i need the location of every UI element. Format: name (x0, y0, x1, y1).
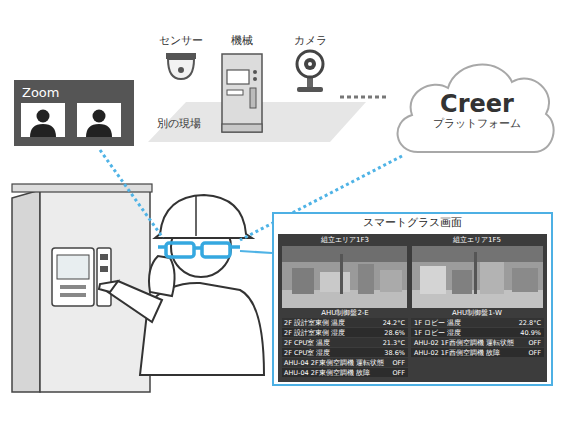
table-row (282, 368, 408, 377)
machine-button (253, 70, 257, 74)
camera-stand (307, 76, 313, 88)
image-floor (412, 290, 543, 308)
camera-base (297, 87, 323, 92)
participant-tile (77, 103, 121, 137)
table-row (282, 358, 408, 367)
node-subtitle: プラットフォーム (433, 118, 521, 131)
participant-head (37, 110, 50, 123)
table-row (411, 318, 544, 327)
cabinet-display (57, 255, 89, 279)
node-title: センサー (150, 32, 212, 48)
table-row (411, 348, 544, 357)
image-bg (412, 246, 543, 308)
image-machine (292, 268, 314, 294)
machine-cabinet (222, 54, 262, 132)
table-rows (282, 318, 544, 377)
worker-hand (149, 256, 175, 296)
cloud-shape (398, 65, 554, 152)
participant-tile (21, 103, 65, 137)
table-row (282, 318, 408, 327)
smart-glasses-lens (202, 243, 230, 257)
smart-glass-screen: スマートグラス画面 (272, 212, 553, 386)
screen-leader (240, 251, 272, 253)
cabinet-button-column (97, 248, 111, 306)
image-ceiling (282, 246, 407, 262)
table-row (411, 328, 544, 337)
worker-helmet (155, 195, 252, 238)
machine-button (253, 77, 257, 81)
worker-head (171, 217, 231, 277)
participant-head (93, 110, 106, 123)
image-pillar (474, 252, 477, 294)
sensor-node: センサー (150, 32, 212, 80)
image-machine (358, 264, 374, 294)
screen-panel (278, 234, 547, 382)
node-title: 機械 (214, 32, 270, 48)
wireless-link (100, 150, 163, 238)
node-title: Creer (440, 91, 514, 119)
image-ceiling (412, 246, 543, 262)
cabinet-front (40, 190, 150, 392)
camera-image (412, 246, 543, 308)
image-machine (512, 268, 538, 292)
dashed-connector (340, 96, 388, 99)
worker-body (140, 283, 264, 375)
site-floor (148, 102, 366, 142)
participant-body (86, 124, 112, 137)
table-row (282, 348, 408, 357)
zoom-box: Zoom (14, 80, 134, 146)
camera-node: カメラ (280, 32, 340, 102)
cabinet-button (100, 266, 108, 272)
machine-slot (227, 90, 243, 95)
sensor-mount (166, 53, 196, 59)
camera-body (297, 51, 323, 77)
machine-node: 機械 (214, 32, 270, 132)
image-floor (282, 290, 407, 308)
cabinet-top (12, 184, 152, 192)
cabinet-button (100, 254, 108, 260)
worker-arm (108, 281, 162, 322)
image-machine (480, 262, 504, 294)
image-machine (420, 266, 446, 294)
machine-handle (250, 88, 256, 108)
table-row (411, 338, 544, 347)
sensor-dome (168, 59, 194, 79)
image-pillar (340, 254, 343, 294)
image-machine (452, 270, 472, 294)
image-bg (282, 246, 407, 308)
machine-base (222, 124, 262, 132)
cabinet-panel (52, 248, 94, 306)
platform-cloud: Creerプラットフォーム (388, 52, 558, 162)
node-title: スマートグラス画面 (274, 214, 551, 230)
camera-lens (304, 58, 316, 70)
site-label: 別の現場 (157, 118, 201, 129)
table-row (282, 328, 408, 337)
smart-glasses-lens (166, 243, 194, 257)
table-row (282, 338, 408, 347)
image-machine (320, 272, 350, 292)
machine-display (227, 70, 249, 84)
camera-glint (308, 62, 312, 66)
smart-glasses-frame (158, 247, 240, 248)
cabinet-keys (60, 293, 86, 297)
image-machine (380, 270, 402, 292)
node-title: Zoom (14, 80, 134, 101)
participant-body (30, 124, 56, 137)
worker-finger (99, 281, 118, 292)
node-title: カメラ (280, 32, 340, 48)
camera-image (282, 246, 407, 308)
cabinet-side (12, 190, 40, 392)
helmet-ridge (195, 196, 197, 236)
cabinet-keys (60, 285, 86, 289)
sensor-lens (178, 67, 184, 73)
